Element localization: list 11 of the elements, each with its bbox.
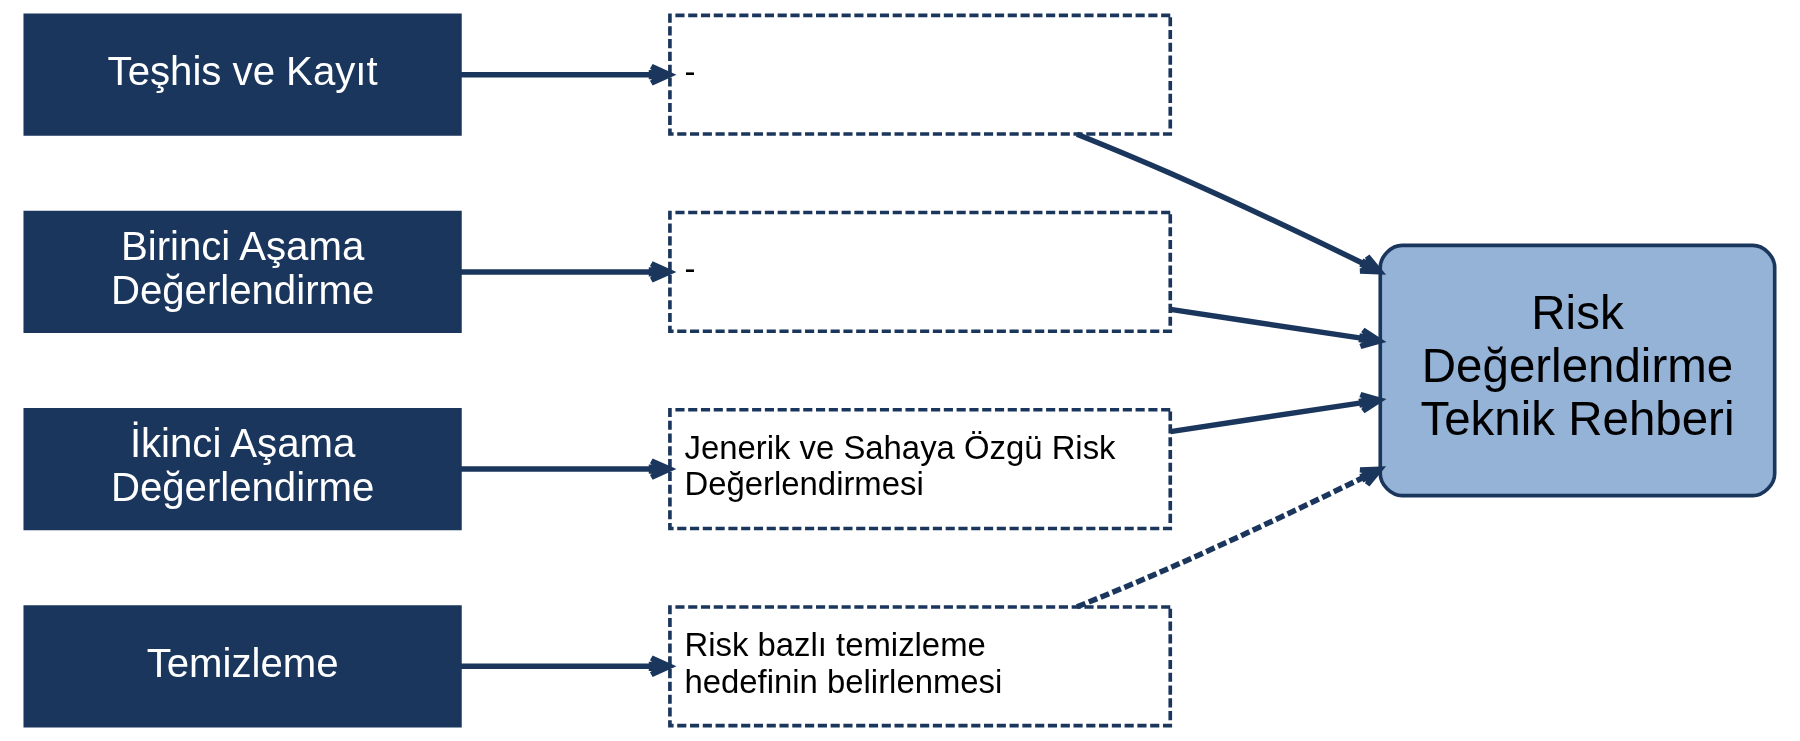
node-box: - [668,210,1173,334]
node-box: İkinci Aşama Değerlendirme [23,407,462,531]
node-box: Teşhis ve Kayıt [23,13,462,136]
arrow [1076,466,1383,610]
node-box: Risk Değerlendirme Teknik Rehberi [1378,243,1777,498]
node-box: - [668,13,1173,136]
node-box: Temizleme [23,605,462,728]
node-box: Birinci Aşama Değerlendirme [23,210,462,334]
arrow [1076,131,1383,275]
node-box: Jenerik ve Sahaya Özgü Risk Değerlendirmesi [668,407,1173,531]
node-box: Risk bazlı temizleme hedefinin belirlenmesi [668,605,1173,728]
